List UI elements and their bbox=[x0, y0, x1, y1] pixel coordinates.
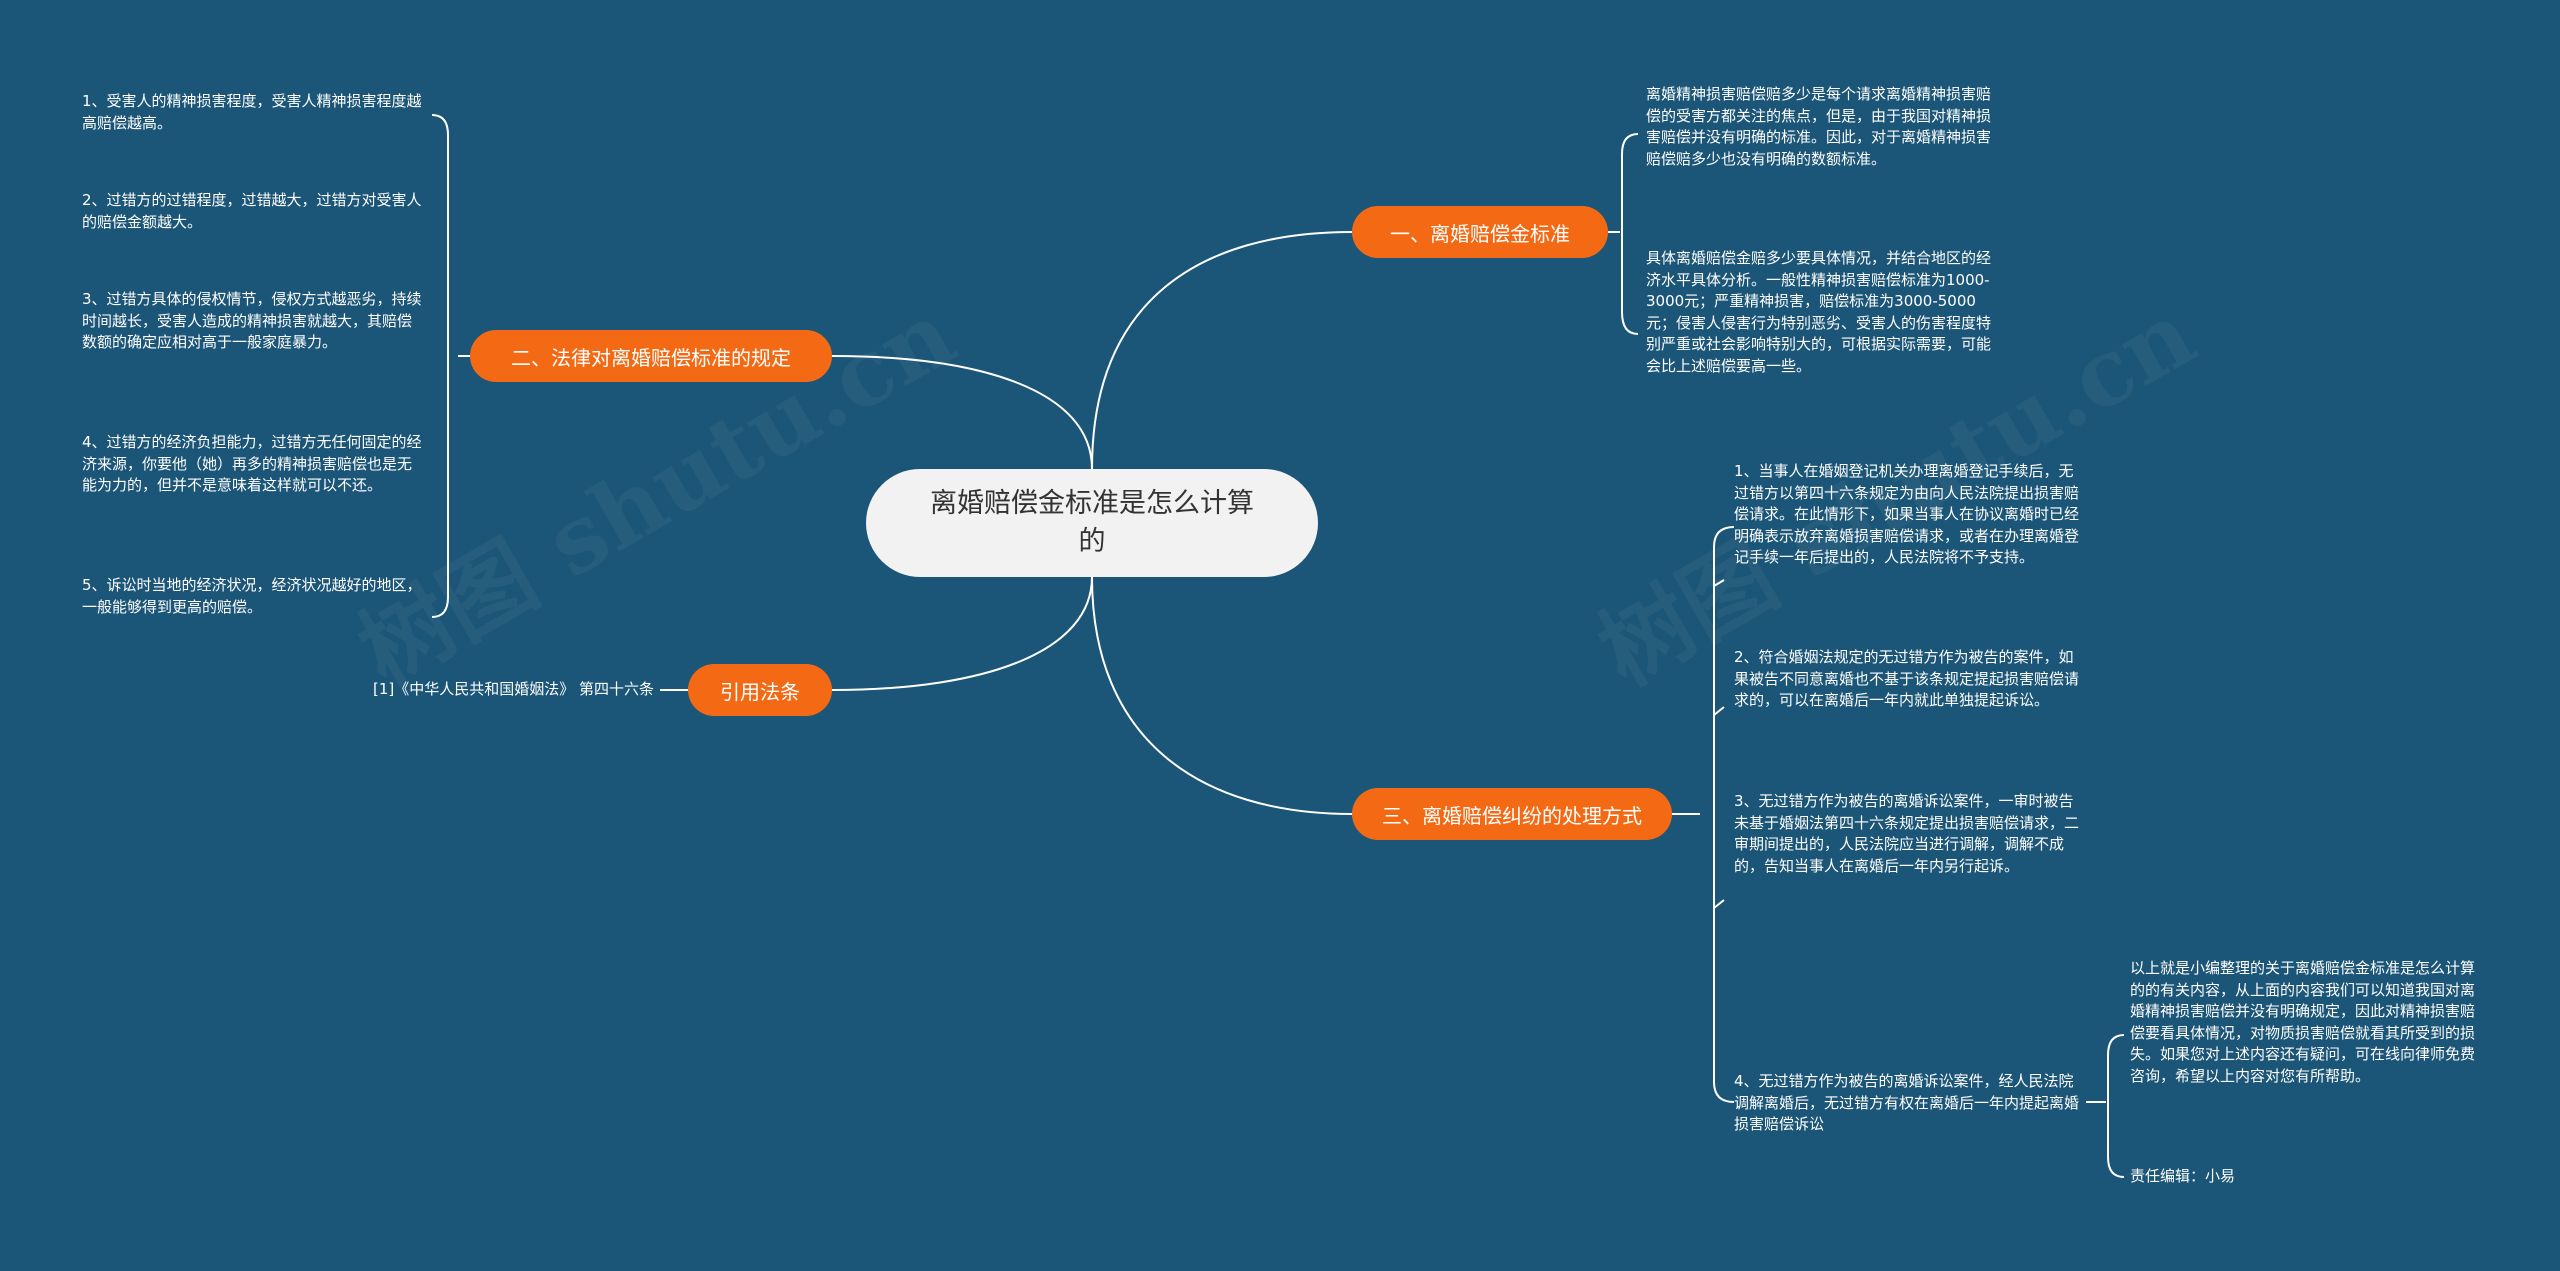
leaf-standard-1: 离婚精神损害赔偿赔多少是每个请求离婚精神损害赔偿的受害方都关注的焦点，但是，由于… bbox=[1646, 85, 1992, 168]
link-dispute-ticks bbox=[1713, 579, 1725, 909]
leaf-dispute-sub-1: 以上就是小编整理的关于离婚赔偿金标准是怎么计算的的有关内容，从上面的内容我们可以… bbox=[2130, 959, 2476, 1085]
leaf-citation-1: [1]《中华人民共和国婚姻法》 第四十六条 bbox=[372, 680, 654, 698]
leaf-law-5: 5、诉讼时当地的经济状况，经济状况越好的地区，一般能够得到更高的赔偿。 bbox=[82, 576, 422, 616]
branch-citation-label: 引用法条 bbox=[720, 679, 800, 704]
root-title: 离婚赔偿金标准是怎么计算的 bbox=[930, 488, 1254, 557]
leaf-dispute-sub-2: 责任编辑：小易 bbox=[2130, 1167, 2236, 1185]
root-topic[interactable]: 离婚赔偿金标准是怎么计算的 bbox=[866, 469, 1318, 577]
branch-dispute-label: 三、离婚赔偿纠纷的处理方式 bbox=[1382, 803, 1642, 828]
leaf-law-4: 4、过错方的经济负担能力，过错方无任何固定的经济来源，你要他（她）再多的精神损害… bbox=[82, 433, 422, 494]
leaf-law-1: 1、受害人的精神损害程度，受害人精神损害程度越高赔偿越高。 bbox=[82, 92, 422, 132]
leaf-dispute-3: 3、无过错方作为被告的离婚诉讼案件，一审时被告未基于婚姻法第四十六条规定提出损害… bbox=[1734, 792, 2080, 875]
leaf-standard-2: 具体离婚赔偿金赔多少要具体情况，并结合地区的经济水平具体分析。一般性精神损害赔偿… bbox=[1646, 249, 1992, 375]
leaf-dispute-4: 4、无过错方作为被告的离婚诉讼案件，经人民法院调解离婚后，无过错方有权在离婚后一… bbox=[1734, 1072, 2080, 1133]
branch-dispute[interactable]: 三、离婚赔偿纠纷的处理方式 bbox=[1352, 788, 1672, 840]
leaf-law-3: 3、过错方具体的侵权情节，侵权方式越恶劣，持续时间越长，受害人造成的精神损害就越… bbox=[82, 290, 422, 351]
link-standard-bracket bbox=[1608, 133, 1639, 335]
link-root-standard bbox=[1091, 231, 1353, 470]
leaf-dispute-2: 2、符合婚姻法规定的无过错方作为被告的案件，如果被告不同意离婚也不基于该条规定提… bbox=[1734, 648, 2080, 709]
branch-citation[interactable]: 引用法条 bbox=[688, 664, 832, 716]
link-law-bracket bbox=[431, 114, 470, 618]
link-dispute-sub bbox=[2086, 1034, 2125, 1178]
link-root-citation bbox=[831, 576, 1093, 691]
leaf-law-2: 2、过错方的过错程度，过错越大，过错方对受害人的赔偿金额越大。 bbox=[82, 191, 422, 231]
link-dispute-bracket bbox=[1672, 526, 1735, 1103]
branch-standard[interactable]: 一、离婚赔偿金标准 bbox=[1352, 206, 1608, 258]
branch-law[interactable]: 二、法律对离婚赔偿标准的规定 bbox=[470, 330, 832, 382]
link-root-dispute bbox=[1091, 576, 1353, 815]
link-root-law bbox=[831, 355, 1093, 470]
branch-law-label: 二、法律对离婚赔偿标准的规定 bbox=[511, 345, 791, 370]
leaf-dispute-1: 1、当事人在婚姻登记机关办理离婚登记手续后，无过错方以第四十六条规定为由向人民法… bbox=[1734, 462, 2080, 566]
branch-standard-label: 一、离婚赔偿金标准 bbox=[1390, 221, 1570, 246]
